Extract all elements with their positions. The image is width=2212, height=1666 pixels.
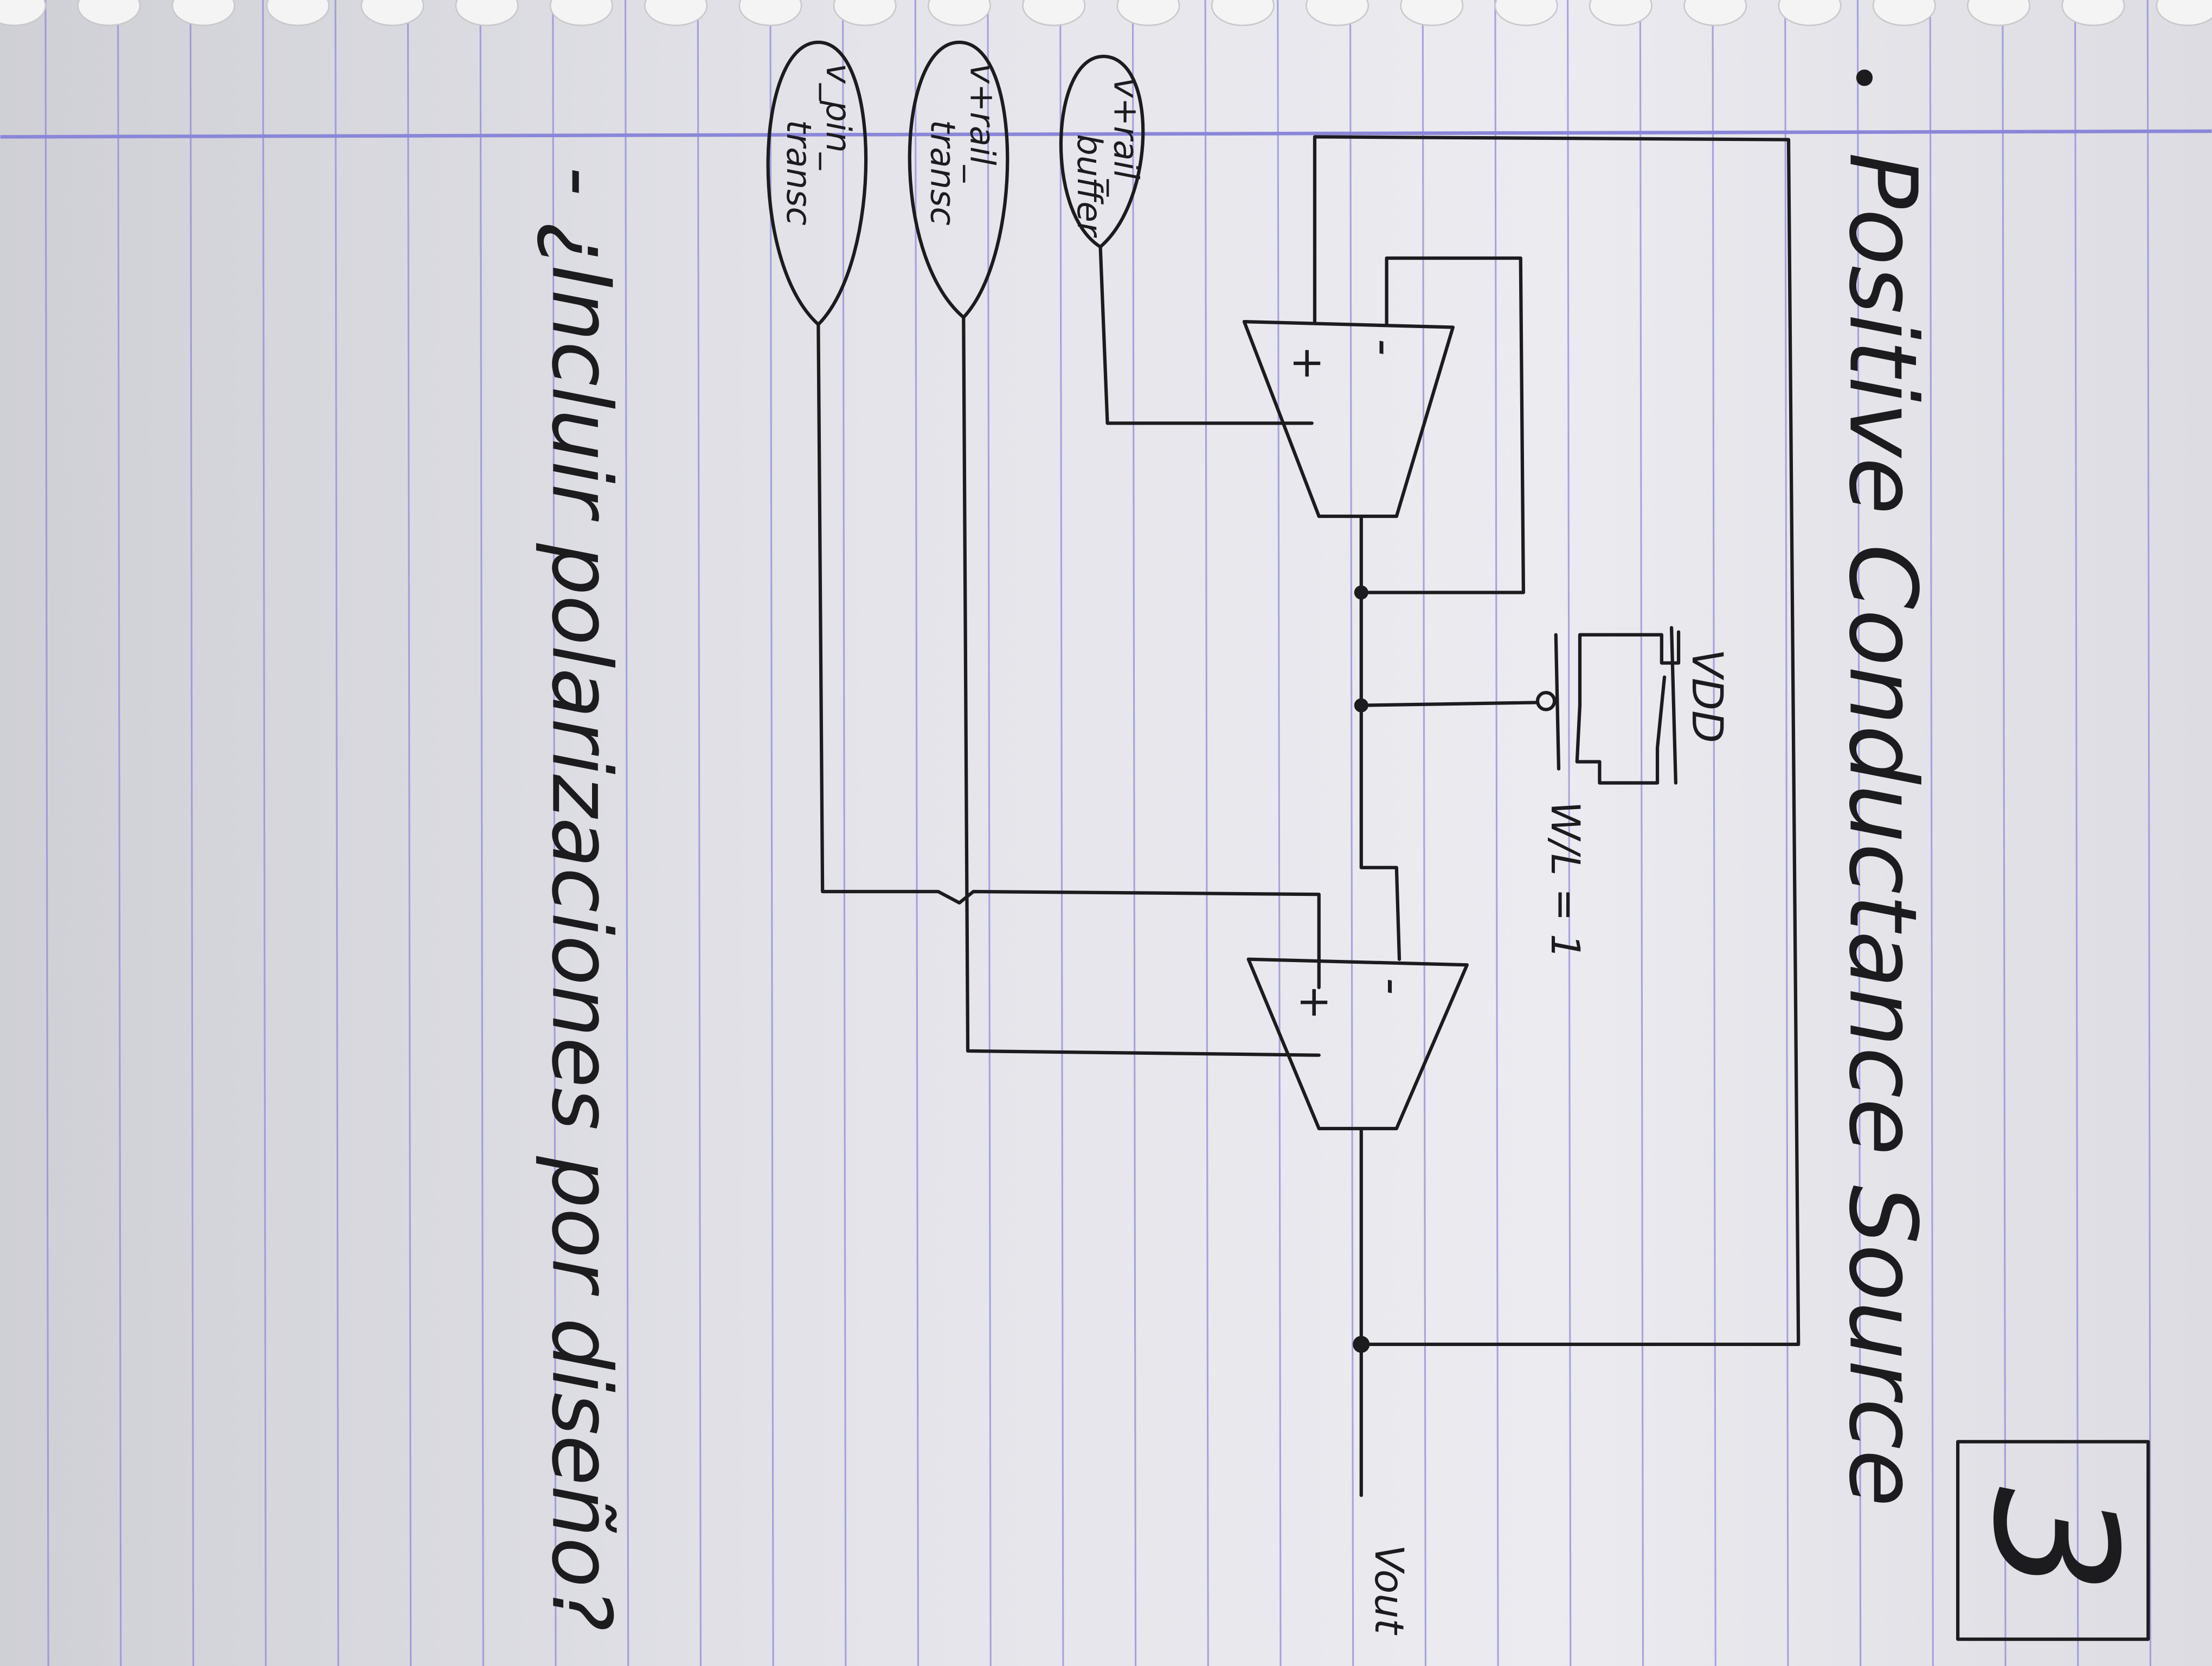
- spiral-hole: [1022, 0, 1086, 27]
- spiral-hole: [171, 0, 235, 27]
- input-label: transc: [923, 120, 962, 226]
- page-number-box: 3: [1956, 1440, 2153, 1641]
- rule-line: [1567, 0, 1572, 1666]
- rule-line: [407, 0, 412, 1666]
- pmos-transistor: [1359, 626, 1681, 785]
- rule-line: [1277, 0, 1282, 1666]
- rule-line: [1131, 0, 1137, 1666]
- vdd-label: VDD: [1682, 649, 1731, 744]
- rule-line: [1856, 0, 1862, 1666]
- rule-line: [335, 0, 339, 1666]
- opamp-buffer: + -: [1242, 319, 1455, 518]
- rule-line: [1059, 0, 1064, 1666]
- spiral-hole: [1211, 0, 1275, 27]
- rule-line: [914, 0, 919, 1666]
- page-title: Positive Conductance Source: [1828, 152, 1936, 1507]
- spiral-hole: [1872, 0, 1936, 27]
- vout-label: Vout: [1366, 1545, 1412, 1635]
- page-number: 3: [1956, 1486, 2153, 1594]
- rule-line: [1204, 0, 1209, 1666]
- rule-line: [1494, 0, 1499, 1666]
- minus-terminal-label: -: [1357, 338, 1413, 356]
- rule-line: [189, 0, 195, 1666]
- rule-line: [2146, 0, 2151, 1666]
- spiral-hole: [0, 0, 47, 27]
- buffer-feedback-wire: [1359, 256, 1526, 594]
- spiral-hole: [644, 0, 708, 27]
- rule-line: [44, 0, 49, 1666]
- plus-terminal-label: +: [1290, 985, 1339, 1020]
- spiral-hole: [1400, 0, 1464, 27]
- rule-line: [1784, 0, 1789, 1666]
- node-dot: [1354, 585, 1368, 600]
- spiral-hole: [77, 0, 141, 27]
- rule-line: [987, 0, 992, 1666]
- spiral-hole: [2156, 0, 2212, 27]
- outer-wire-loop: [1313, 135, 1801, 1347]
- rule-line: [1349, 0, 1354, 1666]
- spiral-hole: [455, 0, 519, 27]
- spiral-hole: [1116, 0, 1180, 27]
- rule-line: [1639, 0, 1644, 1666]
- rule-line: [2002, 0, 2007, 1666]
- spiral-hole: [1683, 0, 1747, 27]
- rule-line: [2074, 0, 2079, 1666]
- ruled-lines: [44, 0, 2151, 1666]
- spiral-holes: [0, 0, 2212, 27]
- rule-line: [842, 0, 847, 1666]
- spiral-hole: [738, 0, 802, 27]
- rule-line: [262, 0, 267, 1666]
- design-note: - ¿Incluir polarizaciones por diseño?: [533, 166, 629, 1631]
- spiral-hole: [927, 0, 991, 27]
- rule-line: [697, 0, 702, 1666]
- spiral-hole: [1778, 0, 1842, 27]
- input-label: v+rail_: [962, 63, 1002, 183]
- spiral-hole: [1589, 0, 1652, 27]
- rule-line: [769, 0, 774, 1666]
- spiral-hole: [1306, 0, 1369, 27]
- spiral-hole: [1494, 0, 1558, 27]
- rule-line: [479, 0, 484, 1666]
- input-label: buffer: [1070, 134, 1109, 238]
- spiral-hole: [833, 0, 897, 27]
- rule-line: [624, 0, 629, 1666]
- buffer-output-wire: [1359, 514, 1401, 961]
- margin-line: [0, 129, 2212, 139]
- plus-terminal-label: +: [1283, 345, 1332, 381]
- input-label: v+rail_: [1107, 78, 1146, 197]
- input-v-pin-transc: v_pin_ transc: [766, 40, 1321, 989]
- rule-line: [552, 0, 557, 1666]
- input-label: v_pin_: [819, 63, 858, 170]
- input-v-rail-buffer: v+rail_ buffer: [1059, 54, 1314, 425]
- rule-line: [1929, 0, 1934, 1666]
- minus-terminal-label: -: [1365, 978, 1421, 995]
- spiral-hole: [361, 0, 425, 27]
- rule-line: [1422, 0, 1426, 1666]
- input-v-rail-transc: v+rail_ transc: [908, 40, 1321, 1057]
- input-label: transc: [779, 120, 819, 226]
- rule-line: [1712, 0, 1716, 1666]
- spiral-hole: [2061, 0, 2125, 27]
- title-bullet: •: [1848, 46, 1881, 112]
- spiral-hole: [1967, 0, 2031, 27]
- node-dot: [1353, 1336, 1370, 1353]
- spiral-hole: [549, 0, 613, 27]
- rule-line: [117, 0, 122, 1666]
- opamp-transconductor: + -: [1246, 957, 1469, 1131]
- spiral-hole: [266, 0, 330, 27]
- transistor-ratio-label: W/L = 1: [1542, 801, 1588, 959]
